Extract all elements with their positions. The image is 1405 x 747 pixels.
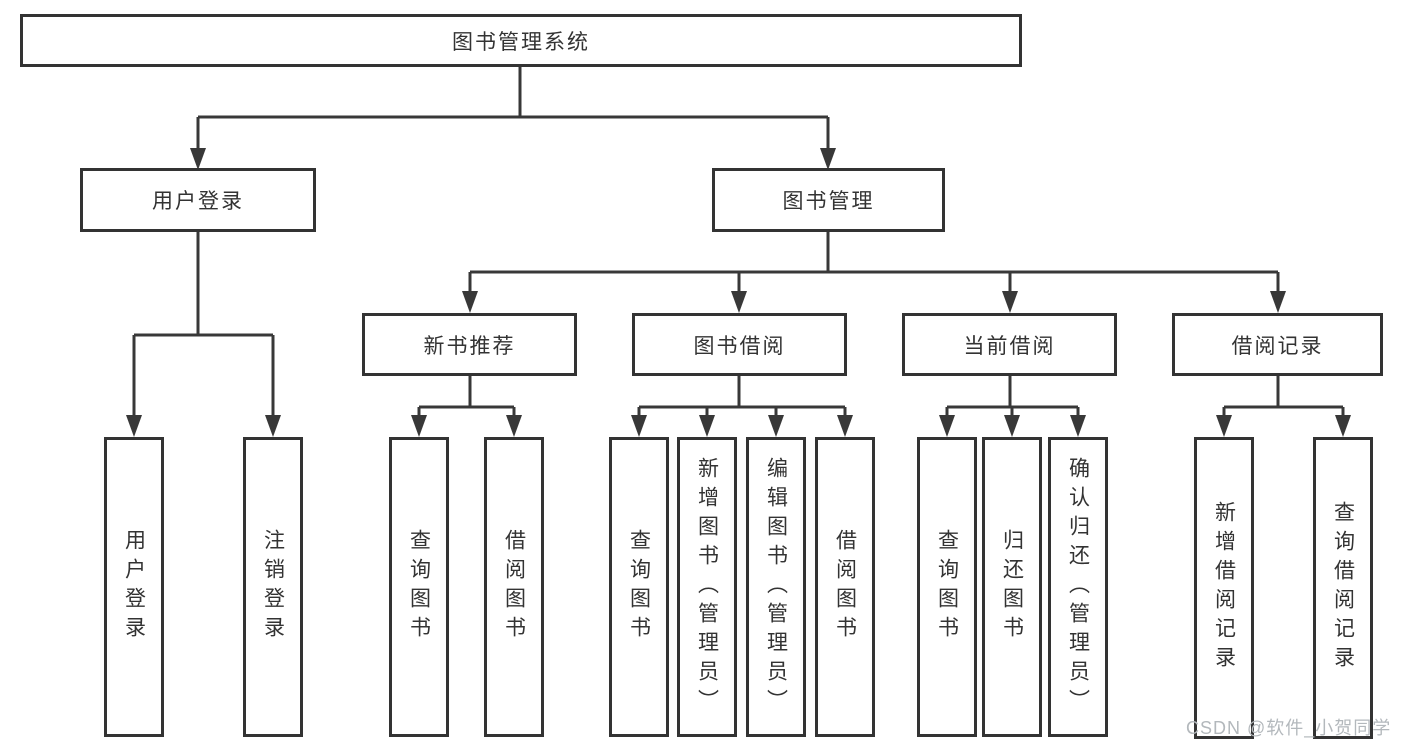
leaf-borrow-books-borrowing: 借阅图书 [815, 437, 875, 737]
leaf-label: 借阅图书 [833, 529, 857, 645]
leaf-label: 查询图书 [407, 529, 431, 645]
csdn-watermark: CSDN @软件_小贺同学 [1186, 718, 1392, 738]
leaf-return-books: 归还图书 [982, 437, 1042, 737]
leaf-label: 编辑图书（管理员） [764, 456, 788, 718]
leaf-borrow-books-recommend: 借阅图书 [484, 437, 544, 737]
leaf-add-borrow-record: 新增借阅记录 [1194, 437, 1254, 739]
leaf-add-books-admin: 新增图书（管理员） [677, 437, 737, 737]
node-label: 用户登录 [152, 190, 244, 213]
leaf-query-books-borrowing: 查询图书 [609, 437, 669, 737]
node-label: 图书借阅 [693, 334, 786, 358]
leaf-label: 新增借阅记录 [1212, 501, 1236, 675]
leaf-label: 借阅图书 [502, 529, 526, 645]
leaf-confirm-return-admin: 确认归还（管理员） [1048, 437, 1108, 737]
leaf-user-login: 用户登录 [104, 437, 164, 737]
node-root-library-system: 图书管理系统 [20, 14, 1022, 67]
leaf-query-books-recommend: 查询图书 [389, 437, 449, 737]
node-label: 新书推荐 [423, 334, 516, 358]
leaf-logout: 注销登录 [243, 437, 303, 737]
node-borrowing-records: 借阅记录 [1172, 313, 1383, 376]
leaf-label: 确认归还（管理员） [1066, 456, 1090, 718]
node-new-book-recommendation: 新书推荐 [362, 313, 577, 376]
leaf-label: 归还图书 [1000, 529, 1024, 645]
node-current-borrowing: 当前借阅 [902, 313, 1117, 376]
node-label: 借阅记录 [1231, 334, 1324, 358]
node-label: 图书管理系统 [452, 30, 590, 54]
node-user-login-branch: 用户登录 [80, 168, 316, 232]
leaf-query-books-current: 查询图书 [917, 437, 977, 737]
leaf-label: 查询图书 [627, 529, 651, 645]
node-book-borrowing: 图书借阅 [632, 313, 847, 376]
leaf-label: 查询图书 [935, 529, 959, 645]
leaf-label: 新增图书（管理员） [695, 456, 719, 718]
leaf-label: 查询借阅记录 [1331, 501, 1355, 675]
leaf-label: 注销登录 [261, 529, 285, 645]
leaf-label: 用户登录 [122, 529, 146, 645]
leaf-query-borrow-record: 查询借阅记录 [1313, 437, 1373, 739]
node-label: 图书管理 [782, 190, 875, 213]
node-book-management-branch: 图书管理 [712, 168, 945, 232]
node-label: 当前借阅 [963, 334, 1056, 358]
leaf-edit-books-admin: 编辑图书（管理员） [746, 437, 806, 737]
